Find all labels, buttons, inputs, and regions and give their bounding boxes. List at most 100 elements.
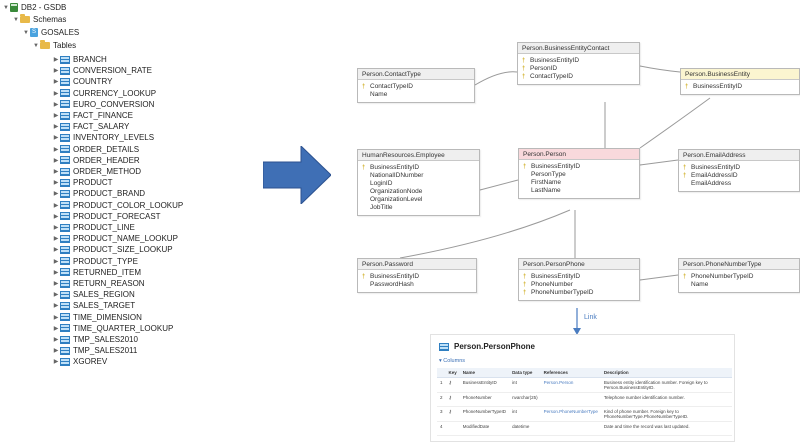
chevron-right-icon[interactable]: ▶ xyxy=(53,225,59,231)
field-name: PhoneNumberTypeID xyxy=(531,289,594,296)
table-name: CONVERSION_RATE xyxy=(73,66,152,76)
chevron-down-icon[interactable]: ▼ xyxy=(23,29,29,36)
tree-table-item[interactable]: ▶TIME_QUARTER_LOOKUP xyxy=(52,323,174,334)
tree-table-item[interactable]: ▶FACT_SALARY xyxy=(52,121,130,132)
tree-node-schema[interactable]: ▼ S GOSALES xyxy=(22,27,79,38)
chevron-right-icon[interactable]: ▶ xyxy=(53,191,59,198)
tree-table-item[interactable]: ▶CURRENCY_LOOKUP xyxy=(52,88,156,99)
entity-field: Name xyxy=(683,281,795,289)
chevron-right-icon[interactable]: ▶ xyxy=(53,348,59,355)
table-icon xyxy=(60,156,70,165)
chevron-right-icon[interactable]: ▶ xyxy=(53,146,59,153)
entity-title: Person.ContactType xyxy=(358,69,474,80)
chevron-right-icon[interactable]: ▶ xyxy=(53,180,59,187)
entity-phonenumbertype[interactable]: Person.PhoneNumberType †PhoneNumberTypeI… xyxy=(678,258,800,293)
chevron-right-icon[interactable]: ▶ xyxy=(53,258,59,265)
tree-node-schemas[interactable]: ▼ Schemas xyxy=(12,14,66,25)
tree-table-item[interactable]: ▶ SALES_TARGET xyxy=(52,300,135,311)
entity-field: †BusinessEntityID xyxy=(522,57,635,65)
chevron-right-icon[interactable]: ▶ xyxy=(53,202,59,209)
cell-type: nvarchar(25) xyxy=(509,392,541,407)
tree-node-database[interactable]: ▼ DB2 - GSDB xyxy=(2,2,66,13)
chevron-right-icon[interactable]: ▶ xyxy=(53,113,59,119)
chevron-right-icon[interactable]: ▶ xyxy=(53,101,59,108)
entity-businessentity[interactable]: Person.BusinessEntity †BusinessEntityID xyxy=(680,68,800,95)
table-name: ORDER_DETAILS xyxy=(73,144,140,154)
tree-table-item[interactable]: ▶ TMP_SALES2011 xyxy=(52,345,138,356)
tree-table-item[interactable]: ▶ PRODUCT_BRAND xyxy=(52,188,145,199)
chevron-right-icon[interactable]: ▶ xyxy=(53,135,59,142)
tree-table-item[interactable]: ▶INVENTORY_LEVELS xyxy=(52,132,154,143)
tree-table-item[interactable]: ▶XGOREV xyxy=(52,356,108,367)
tree-table-item[interactable]: ▶ORDER_HEADER xyxy=(52,155,140,166)
tree-table-item[interactable]: ▶EURO_CONVERSION xyxy=(52,99,155,110)
chevron-right-icon[interactable]: ▶ xyxy=(53,303,59,310)
tree-table-item[interactable]: ▶PRODUCT_LINE xyxy=(52,222,135,233)
chevron-right-icon[interactable]: ▶ xyxy=(53,269,59,276)
chevron-right-icon[interactable]: ▶ xyxy=(53,359,59,366)
chevron-right-icon[interactable]: ▶ xyxy=(53,337,59,343)
tree-table-item[interactable]: ▶RETURNED_ITEM xyxy=(52,267,141,278)
chevron-right-icon[interactable]: ▶ xyxy=(53,157,59,164)
chevron-right-icon[interactable]: ▶ xyxy=(53,169,59,175)
doc-section-columns[interactable]: ▾ Columns xyxy=(439,358,465,364)
tree-table-item[interactable]: ▶BRANCH xyxy=(52,54,107,65)
cell-key: ⚷ xyxy=(445,406,460,422)
table-icon xyxy=(60,346,70,355)
tree-table-item[interactable]: ▶FACT_FINANCE xyxy=(52,110,133,121)
entity-field: OrganizationNode xyxy=(362,188,475,196)
chevron-right-icon[interactable]: ▶ xyxy=(53,57,59,63)
chevron-right-icon[interactable]: ▶ xyxy=(53,281,59,287)
tree-table-item[interactable]: ▶TMP_SALES2010 xyxy=(52,334,138,345)
field-name: BusinessEntityID xyxy=(370,164,420,171)
tree-table-item[interactable]: ▶TIME_DIMENSION xyxy=(52,312,142,323)
chevron-down-icon[interactable]: ▼ xyxy=(3,4,9,11)
table-name: SALES_TARGET xyxy=(73,301,136,311)
entity-businessentitycontact[interactable]: Person.BusinessEntityContact †BusinessEn… xyxy=(517,42,640,85)
table-name: PRODUCT_BRAND xyxy=(73,189,146,199)
tree-table-item[interactable]: ▶PRODUCT_TYPE xyxy=(52,256,138,267)
table-icon xyxy=(60,324,70,333)
field-name: OrganizationNode xyxy=(370,188,423,195)
tree-table-item[interactable]: ▶PRODUCT_SIZE_LOOKUP xyxy=(52,244,173,255)
table-icon xyxy=(60,290,70,299)
tree-node-tables[interactable]: ▼ Tables xyxy=(32,40,76,51)
field-name: ContactTypeID xyxy=(370,83,413,90)
entity-emailaddress[interactable]: Person.EmailAddress †BusinessEntityID†Em… xyxy=(678,149,800,192)
tree-table-item[interactable]: ▶ CONVERSION_RATE xyxy=(52,65,152,76)
key-icon: † xyxy=(523,164,527,170)
chevron-right-icon[interactable]: ▶ xyxy=(53,79,59,86)
tree-table-item[interactable]: ▶ ORDER_DETAILS xyxy=(52,144,139,155)
tree-table-item[interactable]: ▶SALES_REGION xyxy=(52,289,135,300)
cell-ref[interactable]: Person.PhoneNumberType xyxy=(540,406,601,422)
tree-table-item[interactable]: ▶PRODUCT_FORECAST xyxy=(52,211,161,222)
tree-table-item[interactable]: ▶PRODUCT_NAME_LOOKUP xyxy=(52,233,178,244)
field-name: BusinessEntityID xyxy=(531,273,581,280)
tree-table-item[interactable]: ▶PRODUCT xyxy=(52,177,113,188)
chevron-down-icon[interactable]: ▼ xyxy=(13,16,19,23)
chevron-right-icon[interactable]: ▶ xyxy=(53,247,59,254)
chevron-right-icon[interactable]: ▶ xyxy=(53,124,59,131)
cell-ref[interactable]: Person.Person xyxy=(540,377,601,393)
chevron-right-icon[interactable]: ▶ xyxy=(53,68,59,75)
link-label[interactable]: Link xyxy=(584,314,597,321)
chevron-right-icon[interactable]: ▶ xyxy=(53,325,59,332)
tree-table-item[interactable]: ▶COUNTRY xyxy=(52,76,113,87)
entity-employee[interactable]: HumanResources.Employee †BusinessEntityI… xyxy=(357,149,480,216)
cell-name: BusinessEntityID xyxy=(459,377,510,393)
tree-table-item[interactable]: ▶ORDER_METHOD xyxy=(52,166,141,177)
chevron-right-icon[interactable]: ▶ xyxy=(53,213,59,220)
tree-table-item[interactable]: ▶RETURN_REASON xyxy=(52,278,145,289)
entity-personphone[interactable]: Person.PersonPhone †BusinessEntityID†Pho… xyxy=(518,258,640,301)
table-name: TMP_SALES2011 xyxy=(73,346,138,356)
chevron-right-icon[interactable]: ▶ xyxy=(53,90,59,97)
chevron-right-icon[interactable]: ▶ xyxy=(53,236,59,243)
chevron-right-icon[interactable]: ▶ xyxy=(53,292,59,299)
chevron-right-icon[interactable]: ▶ xyxy=(53,314,59,321)
chevron-down-icon[interactable]: ▼ xyxy=(33,42,39,49)
tree-table-item[interactable]: ▶PRODUCT_COLOR_LOOKUP xyxy=(52,200,184,211)
